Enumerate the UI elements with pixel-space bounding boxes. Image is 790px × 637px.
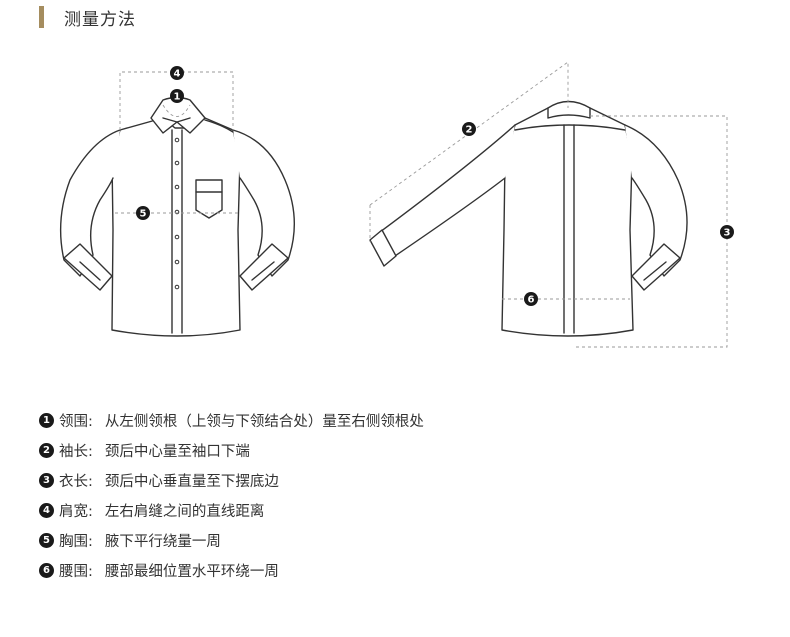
number-badge: 1 [39,412,54,428]
front-collar [150,96,206,134]
front-shirt-body [111,117,241,337]
front-right-sleeve [232,129,295,277]
back-shirt-body [501,107,634,337]
header-accent-bar [39,6,44,28]
back-left-cuff [369,229,397,267]
legend-item-shoulder: 4 肩宽: 左右肩缝之间的直线距离 [39,495,424,525]
marker-4: 4 [170,66,184,80]
legend-item-collar: 1 领围: 从左侧领根（上领与下领结合处）量至右侧领根处 [39,405,424,435]
legend-desc: 腰部最细位置水平环绕一周 [104,563,279,580]
marker-5: 5 [136,206,150,220]
front-right-cuff [239,243,289,291]
legend-item-waist: 6 腰围: 腰部最细位置水平环绕一周 [39,555,424,585]
svg-text:6: 6 [528,295,535,306]
page-title: 测量方法 [64,9,136,30]
legend-desc: 左右肩缝之间的直线距离 [104,503,265,520]
legend-name: 肩宽: [59,503,93,520]
number-badge: 4 [39,502,54,518]
legend-name: 领围: [59,413,93,430]
front-left-cuff [63,243,113,291]
back-shirt-drawing [369,100,688,337]
legend-item-chest: 5 胸围: 腋下平行绕量一周 [39,525,424,555]
legend-name: 胸围: [59,533,93,550]
legend-name: 袖长: [59,443,93,460]
front-shirt-drawing [59,96,295,337]
back-right-cuff [631,243,681,291]
legend-name: 腰围: [59,563,93,580]
back-right-sleeve [624,124,688,277]
legend-item-sleeve: 2 袖长: 颈后中心量至袖口下端 [39,435,424,465]
legend-desc: 颈后中心垂直量至下摆底边 [104,473,279,490]
number-badge: 3 [39,472,54,488]
number-badge: 5 [39,532,54,548]
marker-1: 1 [170,89,184,103]
legend-name: 衣长: [59,473,93,490]
legend-item-length: 3 衣长: 颈后中心垂直量至下摆底边 [39,465,424,495]
legend-desc: 腋下平行绕量一周 [104,533,221,550]
front-buttons [174,137,180,290]
section-header: 测量方法 [39,6,136,30]
svg-text:1: 1 [174,92,181,103]
svg-text:2: 2 [466,125,473,136]
marker-2: 2 [462,122,476,136]
number-badge: 6 [39,562,54,578]
back-left-sleeve [379,124,516,259]
svg-text:4: 4 [174,69,181,80]
shirt-measurement-diagram: 4 1 5 2 3 6 [59,61,734,348]
legend-desc: 颈后中心量至袖口下端 [104,443,250,460]
front-left-sleeve [59,129,121,277]
svg-text:5: 5 [140,209,147,220]
number-badge: 2 [39,442,54,458]
marker-6: 6 [524,292,538,306]
svg-text:3: 3 [724,228,731,239]
front-pocket [195,179,223,219]
marker-3: 3 [720,225,734,239]
legend-desc: 从左侧领根（上领与下领结合处）量至右侧领根处 [104,413,424,430]
measurement-legend: 1 领围: 从左侧领根（上领与下领结合处）量至右侧领根处 2 袖长: 颈后中心量… [39,405,424,585]
